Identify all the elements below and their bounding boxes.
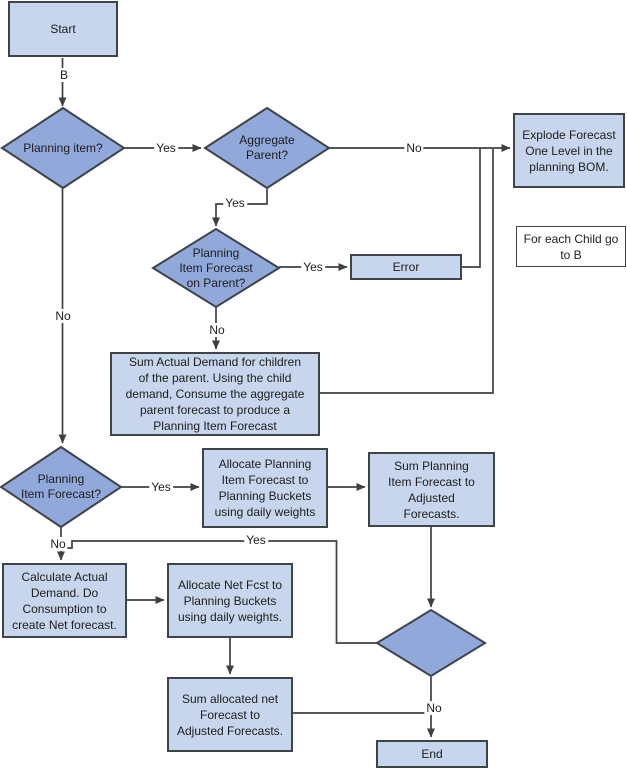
label-pif-on-parent-yes: Yes xyxy=(301,260,325,274)
edge-entered-yes-to-calculate-join xyxy=(64,540,377,644)
label-pif-no: No xyxy=(48,537,68,551)
for-each-child-node: For each Child go to B xyxy=(516,226,626,267)
label-aggregate-no: No xyxy=(404,141,424,155)
calculate-actual-demand-node: Calculate Actual Demand. Do Consumption … xyxy=(2,563,127,638)
label-b: B xyxy=(57,68,71,82)
planning-item-forecast-diamond xyxy=(0,445,123,529)
label-pif-on-parent-no: No xyxy=(207,323,227,337)
label-entered-no: No xyxy=(424,701,444,715)
pif-on-parent-diamond xyxy=(151,227,281,309)
entered-forecast-diamond xyxy=(375,608,487,678)
edge-sum-actual-to-explode-join xyxy=(320,149,494,394)
end-node: End xyxy=(376,740,488,768)
start-node: Start xyxy=(8,1,118,57)
explode-forecast-node: Explode Forecast One Level in the planni… xyxy=(513,113,625,188)
error-node: Error xyxy=(350,254,462,280)
allocate-planning-forecast-node: Allocate Planning Item Forecast to Plann… xyxy=(202,448,328,528)
label-entered-yes: Yes xyxy=(244,533,268,547)
label-planning-item-no: No xyxy=(53,309,73,323)
sum-planning-forecast-node: Sum Planning Item Forecast to Adjusted F… xyxy=(368,452,495,527)
aggregate-parent-diamond xyxy=(203,106,331,190)
label-aggregate-yes: Yes xyxy=(223,196,247,210)
edge-error-to-explode-join xyxy=(462,149,481,268)
sum-actual-demand-node: Sum Actual Demand for children of the pa… xyxy=(110,352,320,436)
sum-net-forecast-node: Sum allocated net Forecast to Adjusted F… xyxy=(167,677,293,752)
planning-item-diamond xyxy=(0,106,126,190)
label-pif-yes: Yes xyxy=(149,480,173,494)
label-planning-item-yes: Yes xyxy=(154,141,178,155)
allocate-net-forecast-node: Allocate Net Fcst to Planning Buckets us… xyxy=(167,563,293,638)
